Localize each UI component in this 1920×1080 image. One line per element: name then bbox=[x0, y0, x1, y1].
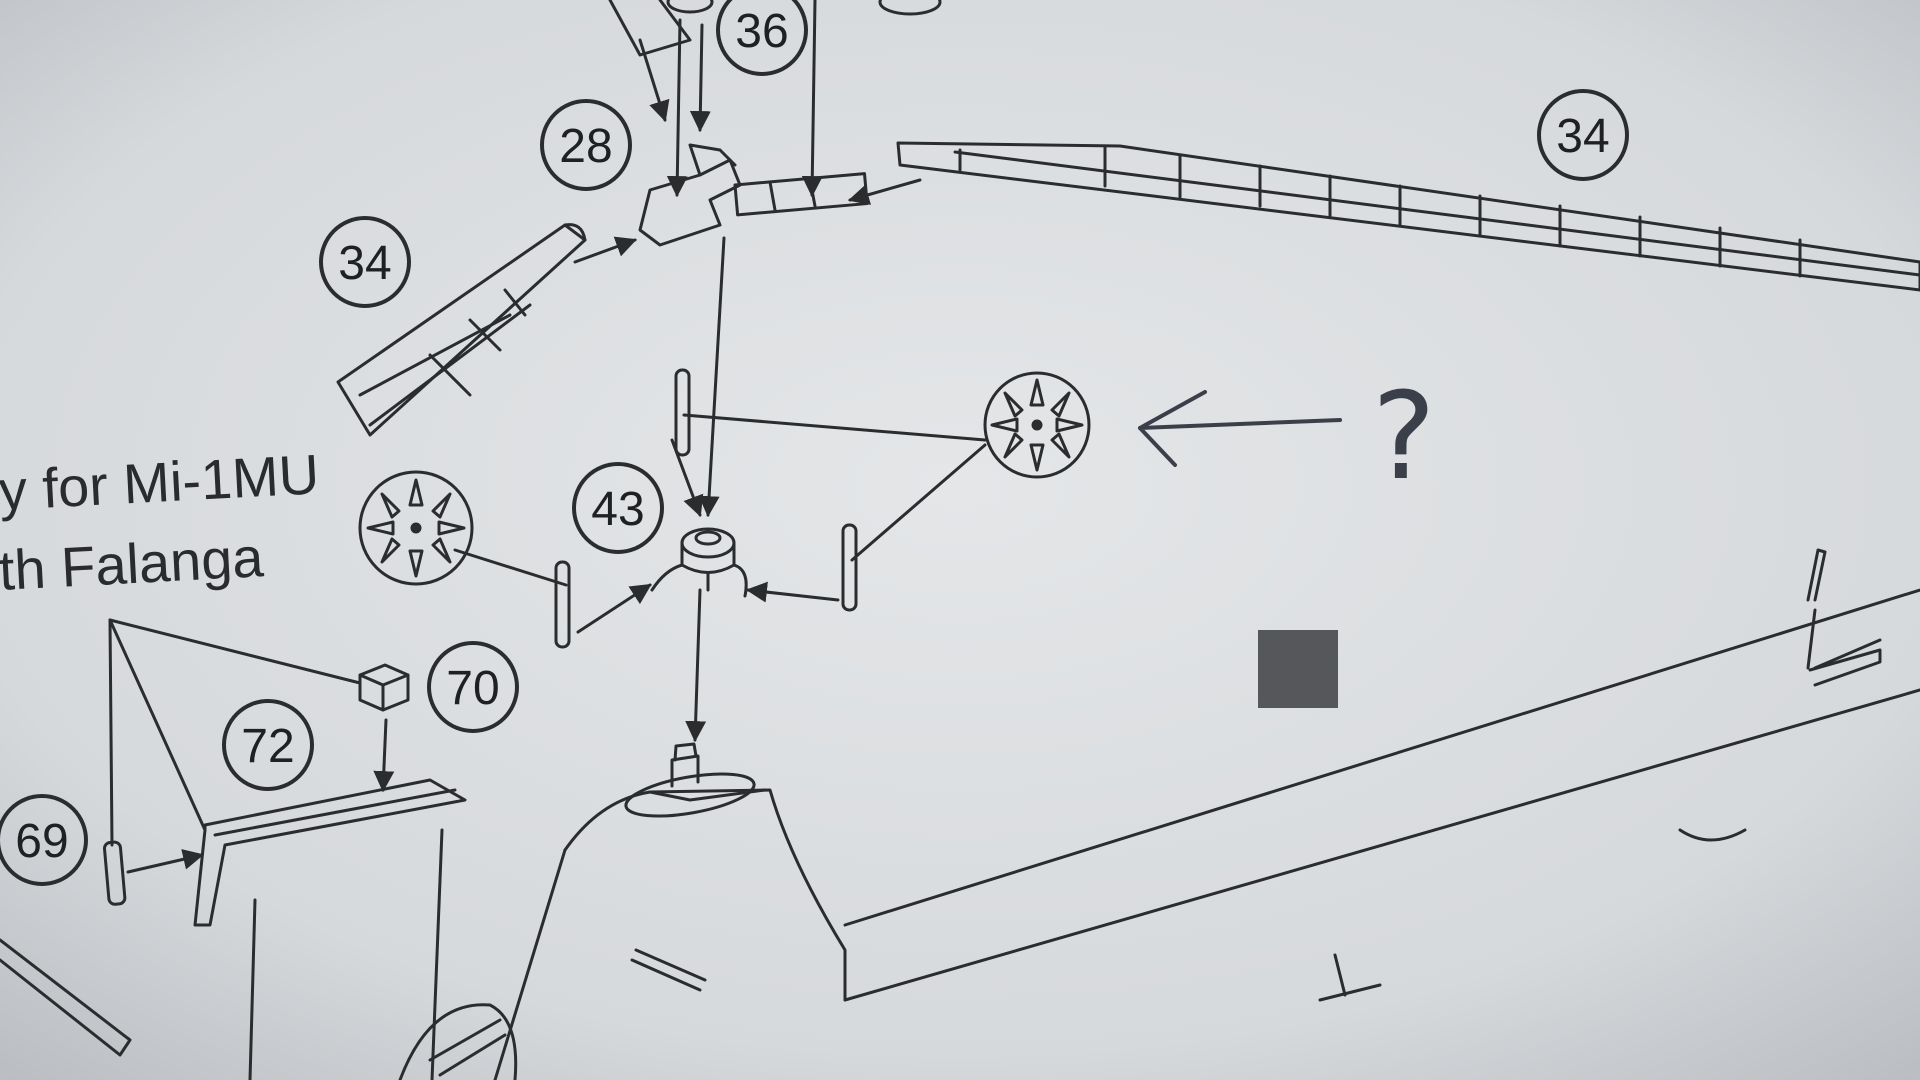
small-cube-part bbox=[358, 663, 410, 712]
callout-72: 72 bbox=[222, 699, 314, 791]
callout-label: 28 bbox=[559, 120, 612, 173]
callout-34-left: 34 bbox=[319, 216, 411, 308]
handwritten-annotation: ? bbox=[1138, 368, 1436, 507]
printed-marker bbox=[1258, 630, 1338, 708]
swashplate-part bbox=[650, 527, 748, 598]
callout-label: 34 bbox=[338, 237, 391, 290]
fan-wheel-left bbox=[358, 470, 474, 586]
callout-label: 70 bbox=[446, 662, 499, 715]
leader-lines bbox=[108, 413, 987, 847]
pushrod-arrows bbox=[126, 581, 840, 874]
handwritten-arrow-icon bbox=[1138, 390, 1342, 467]
rotor-blade-right bbox=[896, 141, 1920, 292]
bracket-part bbox=[0, 778, 467, 1080]
callout-28: 28 bbox=[540, 99, 632, 191]
rotor-hub-assembly bbox=[608, 0, 942, 247]
callout-label: 34 bbox=[1556, 110, 1609, 163]
callout-43: 43 bbox=[572, 462, 664, 554]
callout-69: 69 bbox=[0, 794, 88, 886]
callout-label: 43 bbox=[591, 483, 644, 536]
hub-arrows bbox=[573, 0, 922, 264]
fuselage bbox=[398, 548, 1920, 1080]
rotor-blade-left bbox=[336, 223, 587, 437]
assembly-guide-line bbox=[698, 236, 726, 518]
callout-label: 69 bbox=[15, 815, 68, 868]
fan-wheel-right bbox=[983, 371, 1091, 479]
callout-label: 72 bbox=[241, 720, 294, 773]
caption-line-2: th Falanga bbox=[0, 525, 266, 602]
callout-36: 36 bbox=[716, 0, 808, 76]
handwritten-question-mark: ? bbox=[1372, 368, 1436, 507]
callout-label: 36 bbox=[735, 5, 788, 58]
callout-34-right: 34 bbox=[1537, 89, 1629, 181]
callout-70: 70 bbox=[427, 641, 519, 733]
